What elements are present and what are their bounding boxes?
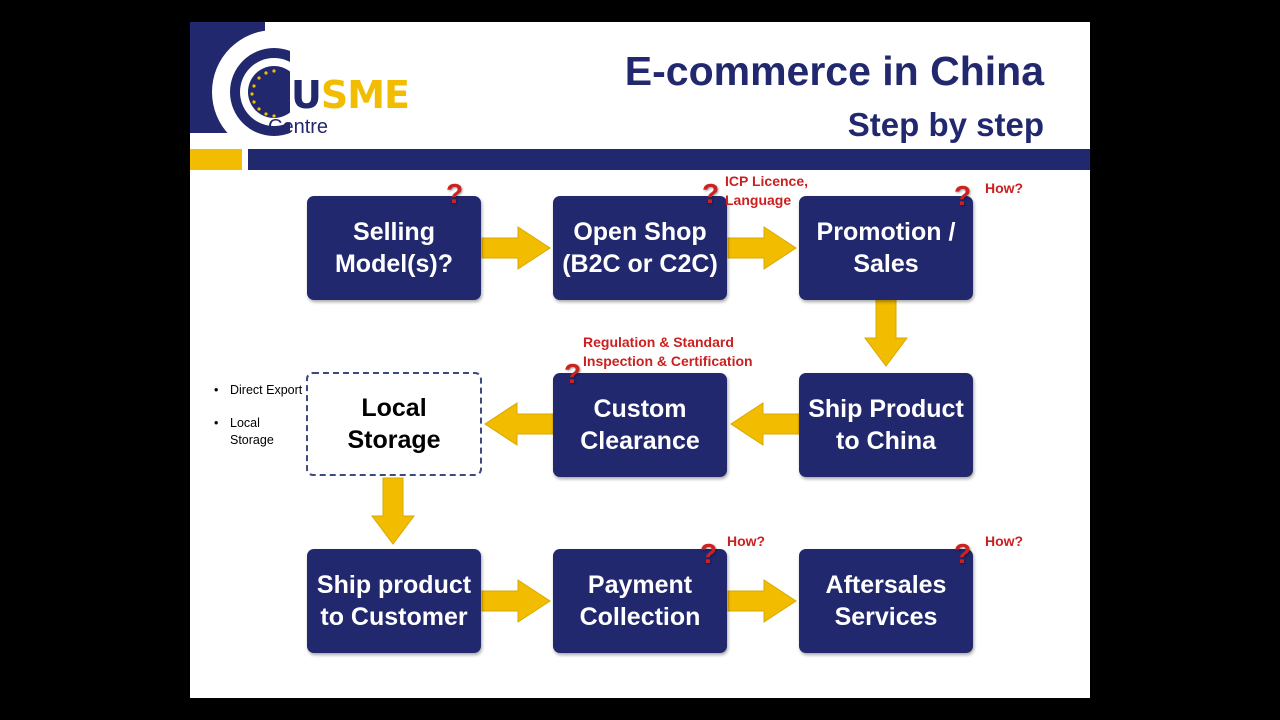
page-title: E-commerce in China <box>624 48 1044 94</box>
header-rule <box>248 149 1090 170</box>
list-item: •Local Storage <box>214 416 274 447</box>
arrow-down-2 <box>371 477 415 545</box>
header-accent-bar <box>190 149 242 170</box>
note-aftersales: How? <box>985 533 1024 549</box>
question-icon: ? <box>700 538 718 569</box>
question-icon: ? <box>954 538 972 569</box>
note-promotion: How? <box>985 180 1024 196</box>
question-icon: ? <box>446 178 464 209</box>
slide: EUSME Centre E-commerce in China Step by… <box>190 22 1090 698</box>
note-open-shop: ICP Licence,Language <box>725 173 809 208</box>
arrow-right-3 <box>481 579 551 623</box>
question-icon: ? <box>564 358 582 389</box>
question-icon: ? <box>702 178 720 209</box>
storage-options-list: •Direct Export •Local Storage <box>214 382 304 465</box>
arrow-right-4 <box>727 579 797 623</box>
arrow-right-2 <box>727 226 797 270</box>
page-subtitle: Step by step <box>847 106 1044 143</box>
step-promotion-sales: Promotion /Sales <box>799 196 973 300</box>
arrow-right-1 <box>481 226 551 270</box>
arrow-down-1 <box>864 298 908 367</box>
note-payment: How? <box>727 533 766 549</box>
eusme-logo-mark <box>190 22 290 154</box>
logo-centre-text: Centre <box>268 116 329 138</box>
arrow-left-2 <box>484 402 554 446</box>
list-item: •Direct Export <box>214 383 303 397</box>
question-icon: ? <box>954 180 972 211</box>
step-open-shop: Open Shop(B2C or C2C) <box>553 196 727 300</box>
logo-wordmark: EUSME <box>266 73 410 117</box>
arrow-left-1 <box>730 402 800 446</box>
flow-arrows <box>371 226 908 623</box>
